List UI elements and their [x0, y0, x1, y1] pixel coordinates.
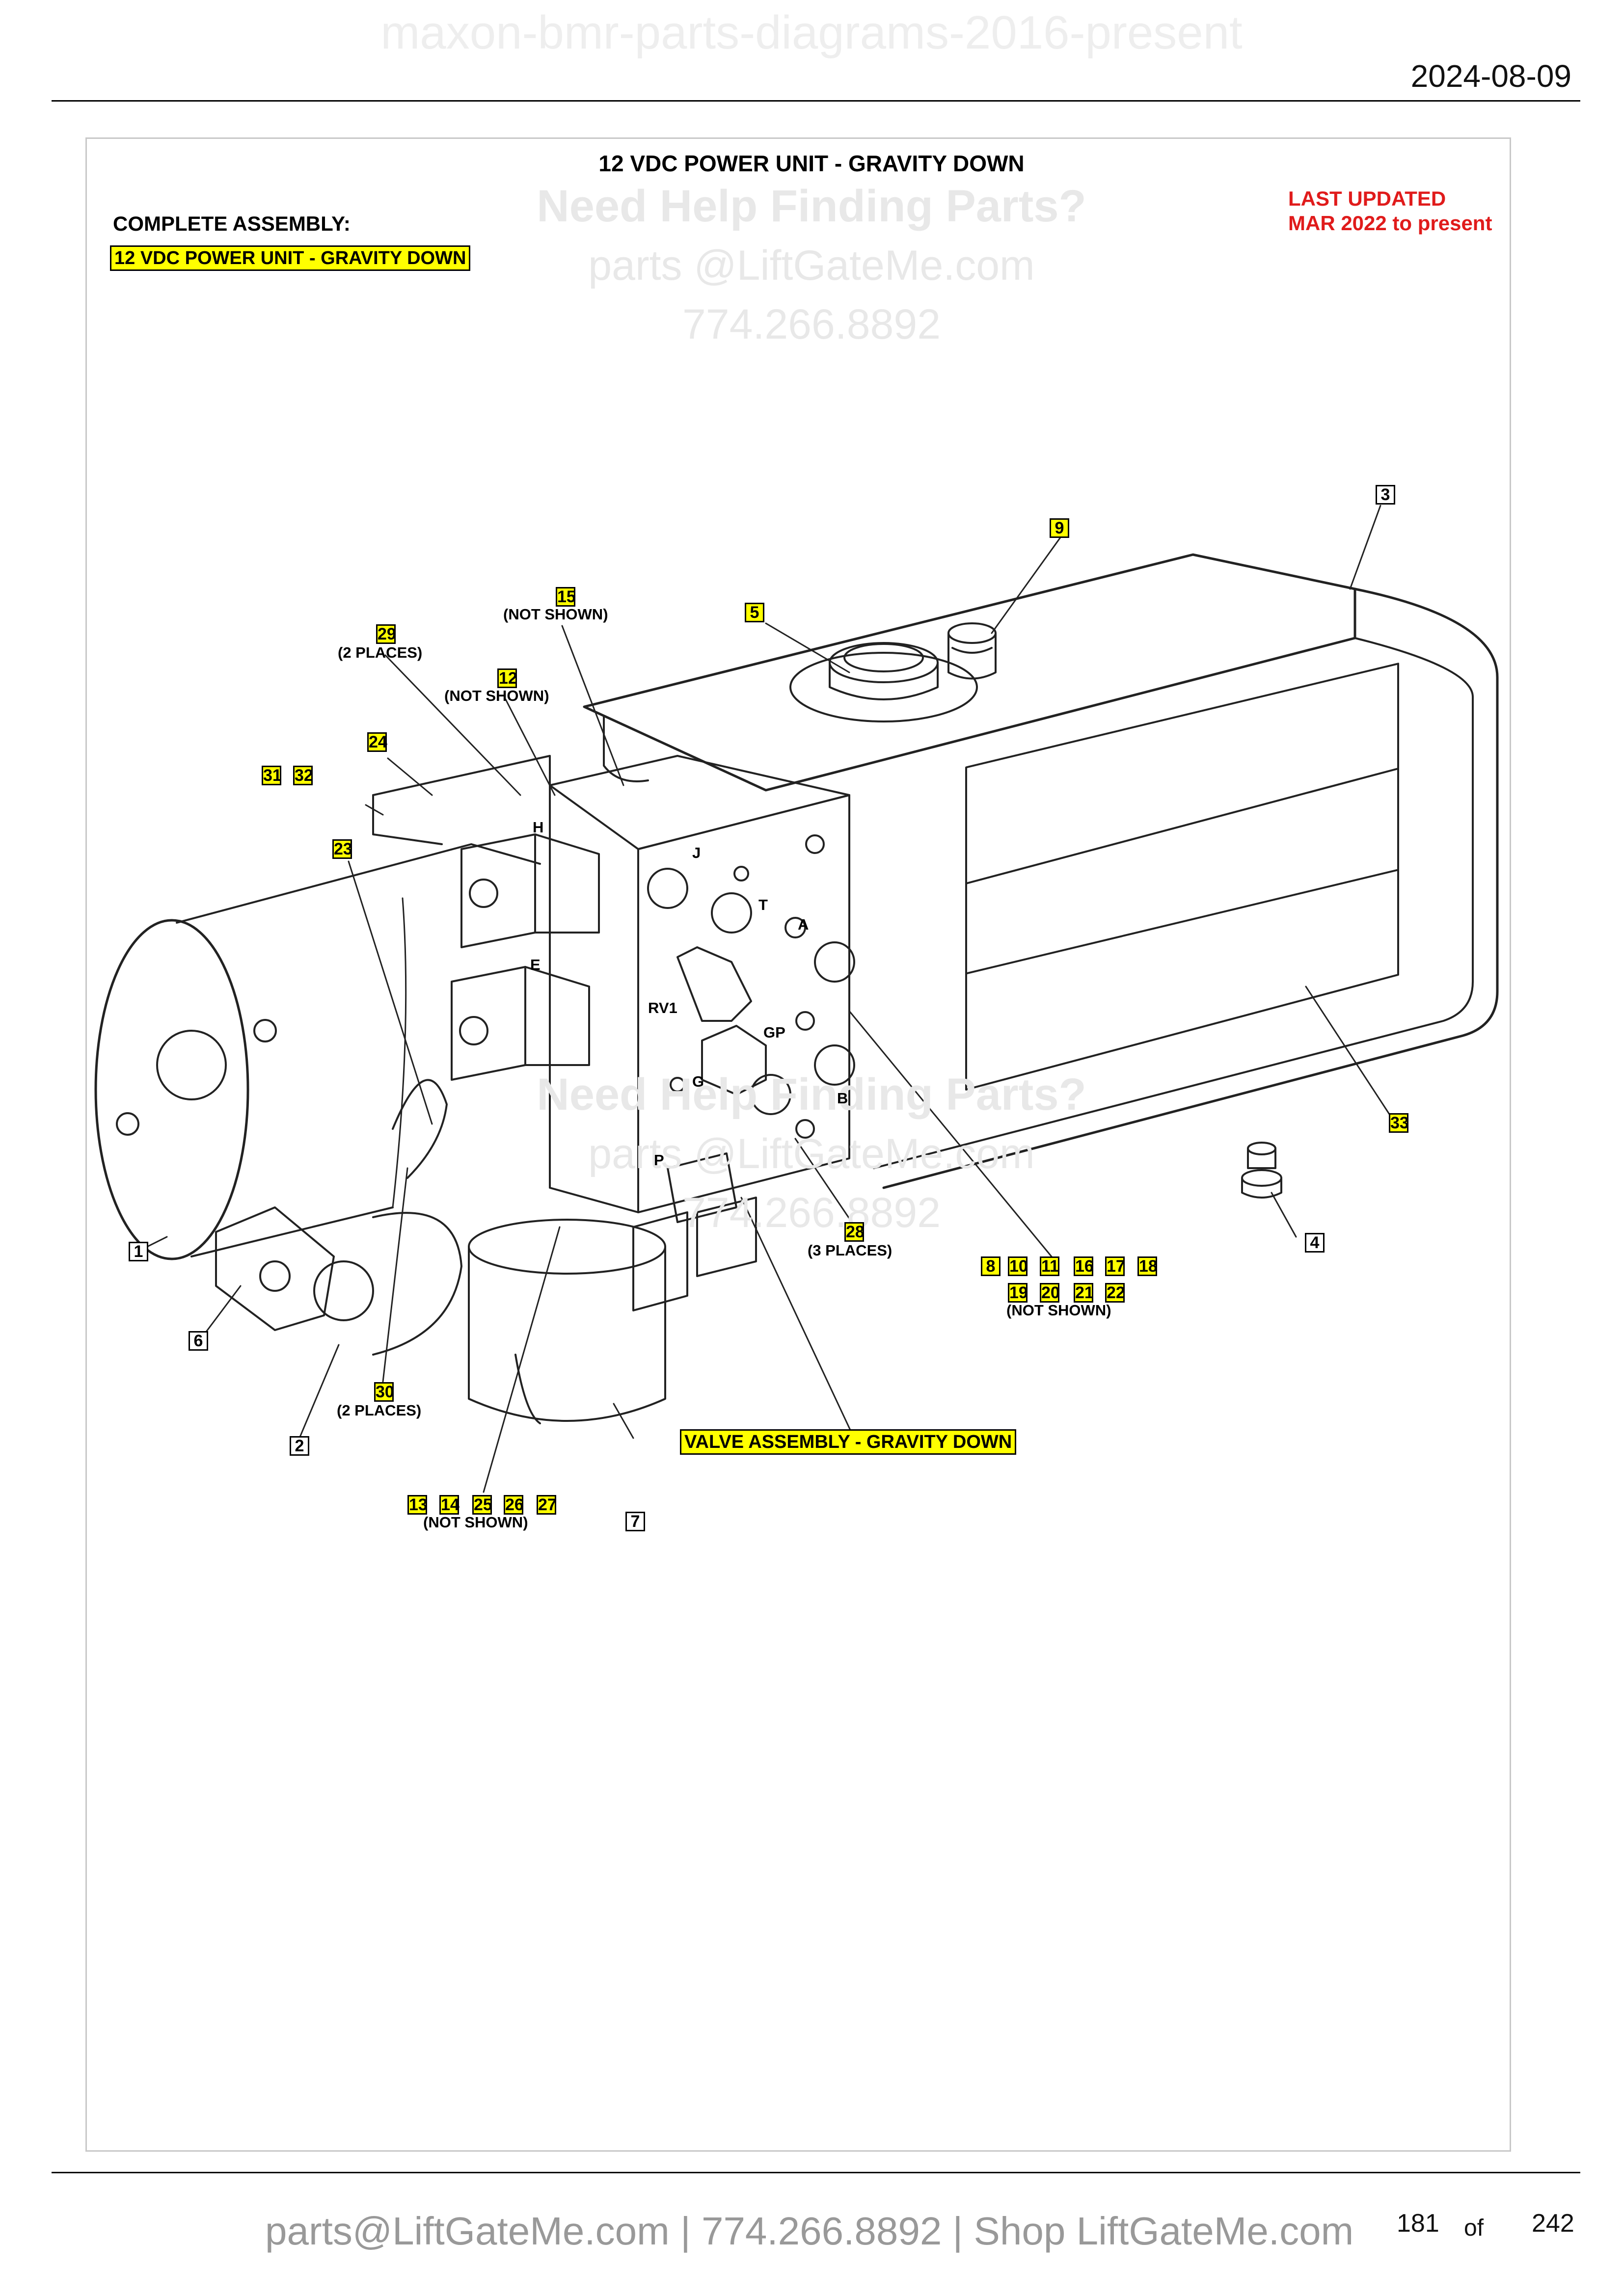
callout-21: 21 — [1074, 1283, 1094, 1303]
breather-fitting — [947, 622, 997, 680]
footer-contact: parts@LiftGateMe.com | 774.266.8892 | Sh… — [265, 2209, 1354, 2253]
header-date: 2024-08-09 — [1410, 58, 1571, 94]
last-updated-line1: LAST UPDATED — [1288, 187, 1446, 210]
port-letter-t: T — [758, 896, 768, 913]
note-not-shown-bottom-group: (NOT SHOWN) — [423, 1514, 528, 1531]
callout-22: 22 — [1105, 1283, 1125, 1303]
valve-assembly-label: VALVE ASSEMBLY - GRAVITY DOWN — [680, 1429, 1017, 1455]
watermark-top-line1: Need Help Finding Parts? — [537, 181, 1086, 231]
callout-16: 16 — [1074, 1256, 1094, 1276]
page-of: of — [1464, 2215, 1484, 2241]
header-rule — [52, 100, 1580, 102]
callout-13: 13 — [407, 1495, 428, 1515]
last-updated-line2: MAR 2022 to present — [1288, 212, 1492, 235]
callout-1: 1 — [129, 1242, 148, 1261]
drain-plug — [1241, 1142, 1282, 1199]
motor — [94, 843, 541, 1260]
leader-lines — [146, 505, 1390, 1493]
oil-filter — [468, 1219, 666, 1424]
port-letter-gp: GP — [763, 1024, 785, 1041]
page-total: 242 — [1532, 2209, 1574, 2238]
callout-15: 15 — [556, 587, 576, 607]
callout-10: 10 — [1008, 1256, 1028, 1276]
note-not-shown-15: (NOT SHOWN) — [503, 606, 608, 623]
complete-assembly-label: COMPLETE ASSEMBLY: — [113, 212, 351, 235]
watermark-mid-line3: 774.266.8892 — [682, 1189, 941, 1236]
port-letter-h: H — [533, 819, 544, 836]
port-letter-j: J — [692, 844, 701, 861]
port-letter-p: P — [654, 1151, 664, 1169]
note-not-shown-12: (NOT SHOWN) — [444, 687, 549, 704]
callout-17: 17 — [1105, 1256, 1125, 1276]
callout-18: 18 — [1137, 1256, 1158, 1276]
note-3-places-28: (3 PLACES) — [808, 1242, 893, 1259]
port-letter-a: A — [798, 916, 809, 933]
callout-26: 26 — [504, 1495, 524, 1515]
port-letter-g: G — [692, 1073, 704, 1090]
page-current: 181 — [1397, 2209, 1439, 2238]
complete-assembly-value: 12 VDC POWER UNIT - GRAVITY DOWN — [110, 245, 471, 271]
callout-12: 12 — [497, 668, 517, 688]
callout-7: 7 — [625, 1512, 645, 1531]
port-letter-rv1: RV1 — [648, 999, 677, 1016]
callout-25: 25 — [472, 1495, 492, 1515]
callout-27: 27 — [537, 1495, 557, 1515]
callout-31: 31 — [262, 766, 282, 785]
watermark-top-line2: parts @LiftGateMe.com — [588, 242, 1035, 289]
note-2-places-29: (2 PLACES) — [338, 644, 423, 661]
callout-2: 2 — [290, 1436, 309, 1456]
valve-manifold — [372, 755, 855, 1213]
watermark-top-line3: 774.266.8892 — [682, 301, 941, 348]
note-2-places-30: (2 PLACES) — [337, 1402, 422, 1419]
last-updated-note: LAST UPDATED MAR 2022 to present — [1288, 187, 1492, 236]
header-watermark: maxon-bmr-parts-diagrams-2016-present — [380, 6, 1243, 59]
note-not-shown-right-group: (NOT SHOWN) — [1006, 1302, 1111, 1319]
callout-5: 5 — [745, 603, 764, 622]
valve-cartridge-p — [632, 1152, 757, 1311]
reservoir-tank — [583, 553, 1499, 1189]
callout-6: 6 — [189, 1331, 208, 1351]
callout-14: 14 — [439, 1495, 460, 1515]
callout-29: 29 — [376, 624, 396, 644]
solenoid-coils — [451, 833, 600, 1081]
callout-20: 20 — [1040, 1283, 1060, 1303]
watermark-mid-line2: parts @LiftGateMe.com — [588, 1130, 1035, 1177]
diagram-frame — [85, 137, 1511, 2152]
callout-24: 24 — [367, 732, 387, 752]
callout-4: 4 — [1305, 1233, 1325, 1253]
fill-cap — [789, 642, 978, 722]
port-letter-b: B — [837, 1090, 848, 1107]
footer-rule — [52, 2172, 1580, 2173]
nameplate-panel — [965, 768, 1399, 1091]
callout-23: 23 — [332, 839, 352, 859]
watermark-mid-line1: Need Help Finding Parts? — [537, 1069, 1086, 1120]
starter-solenoid — [215, 1206, 462, 1356]
callout-30: 30 — [374, 1382, 394, 1402]
callout-8: 8 — [981, 1256, 1001, 1276]
callout-11: 11 — [1040, 1256, 1059, 1276]
cable-loop — [392, 1079, 448, 1179]
callout-32: 32 — [293, 766, 313, 785]
port-letter-e: E — [530, 956, 541, 973]
callout-33: 33 — [1389, 1113, 1409, 1133]
callout-3: 3 — [1376, 485, 1395, 505]
callout-19: 19 — [1008, 1283, 1028, 1303]
diagram-title: 12 VDC POWER UNIT - GRAVITY DOWN — [598, 151, 1025, 176]
callout-28: 28 — [844, 1222, 865, 1242]
callout-9: 9 — [1050, 518, 1069, 538]
